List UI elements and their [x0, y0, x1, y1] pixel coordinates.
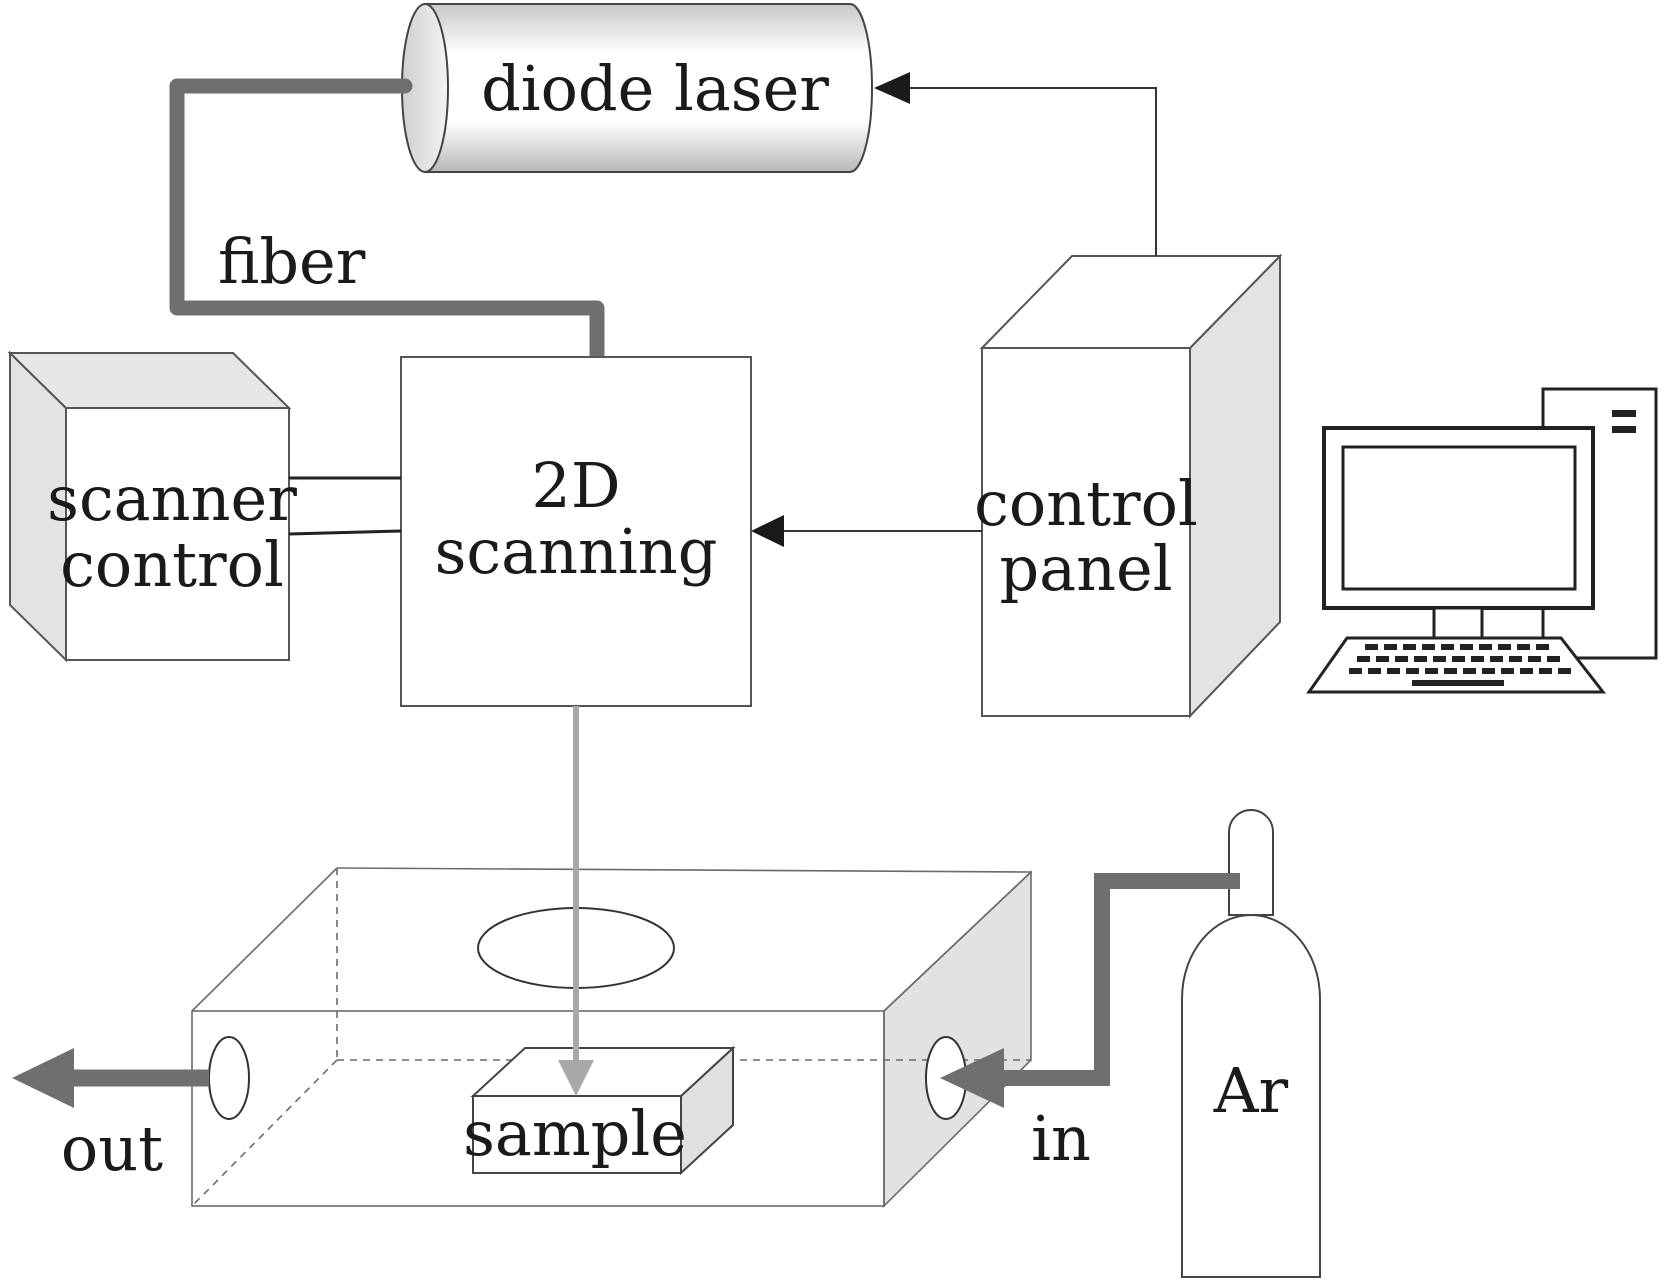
argon-cylinder: Ar [1181, 809, 1321, 1278]
sample: sample [463, 1045, 736, 1176]
diode-laser-label: diode laser [481, 52, 829, 125]
argon-label: Ar [1213, 1054, 1289, 1127]
control-panel-label-line1: control [974, 467, 1198, 540]
2d-scanning-label-line2: scanning [435, 515, 718, 588]
fiber-cable [169, 78, 605, 366]
scanner-control: scanner control [7, 350, 297, 663]
outlet-port [208, 1036, 250, 1120]
control-panel-label-line2: panel [999, 532, 1172, 605]
control-panel: control panel [974, 253, 1283, 719]
diode-laser: diode laser [401, 3, 873, 173]
sample-label: sample [463, 1097, 687, 1170]
fiber-label: fiber [218, 225, 366, 298]
out-arrow: out [12, 1048, 209, 1185]
2d-scanning-label-line1: 2D [531, 449, 620, 522]
control-to-laser-arrow [874, 72, 1157, 256]
in-label: in [1031, 1102, 1091, 1175]
gas-inlet-line: in [940, 873, 1240, 1175]
computer-icon [1306, 387, 1658, 694]
laser-beam [558, 706, 594, 1096]
out-label: out [61, 1112, 163, 1185]
2d-scanning: 2D scanning [400, 356, 752, 707]
control-to-scanning-arrow [751, 515, 982, 547]
computer-keyboard [1306, 636, 1607, 694]
scanner-control-label-line2: control [60, 528, 284, 601]
scanner-control-label-line1: scanner [47, 462, 297, 535]
scanner-wires [288, 476, 402, 536]
